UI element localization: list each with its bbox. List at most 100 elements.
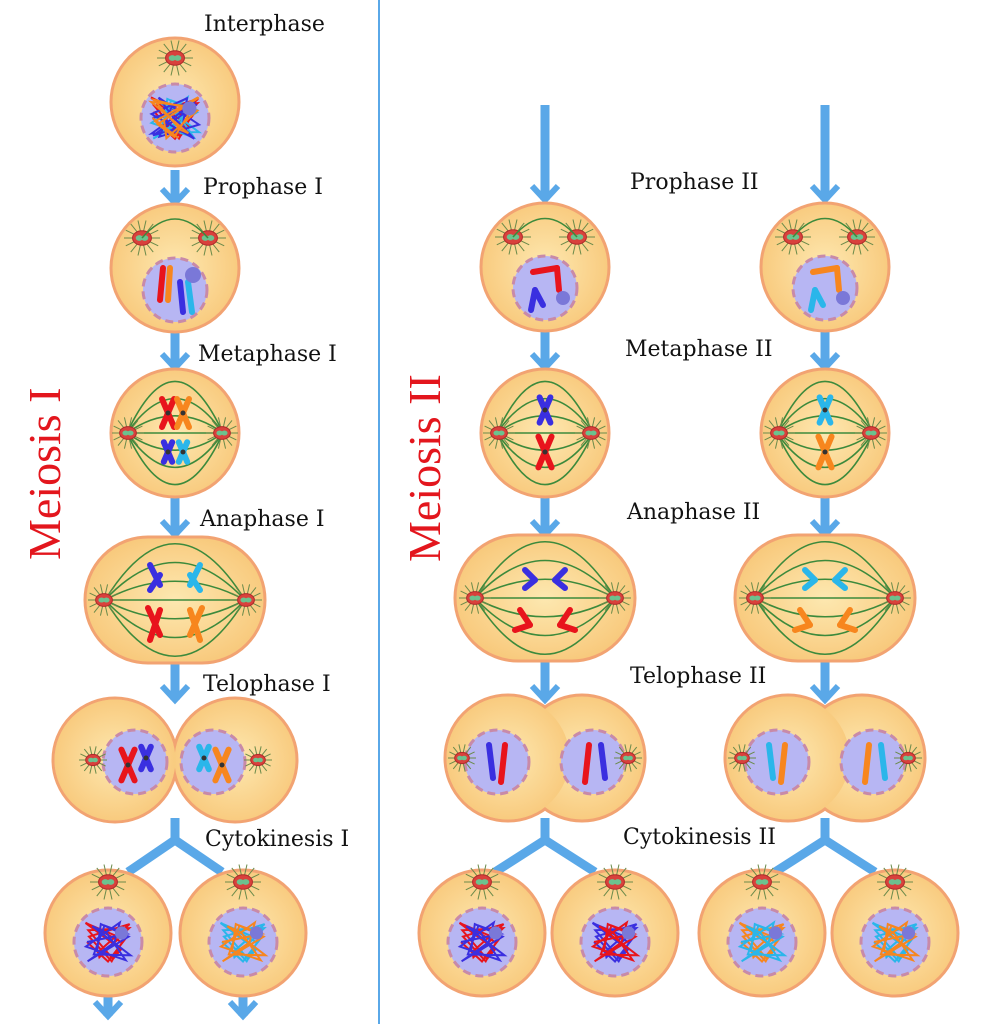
centromere (822, 407, 828, 413)
centromere (165, 449, 171, 455)
cell-telophase-ii-a (443, 693, 647, 823)
nucleus (743, 728, 811, 796)
spindle-fiber (104, 599, 246, 620)
spindle-fiber (104, 599, 246, 639)
cell-prophase-i (109, 202, 241, 334)
chromosome (187, 572, 203, 593)
centromere (201, 755, 207, 761)
centrosome-icon (877, 864, 913, 900)
chromosome (862, 742, 872, 785)
cell-prophase-ii-a (479, 201, 611, 333)
centrosome-icon (244, 746, 272, 774)
label-anaphase-i: Anaphase I (200, 507, 325, 532)
chromosome (812, 287, 826, 308)
centrosome-icon (483, 417, 515, 449)
cell-anaphase-ii-b (733, 533, 917, 663)
chromosome (598, 742, 608, 781)
nucleolus (621, 926, 636, 940)
centrosome-icon (225, 864, 261, 900)
cell-prophase-ii-b (759, 201, 891, 333)
spindle-fiber (126, 432, 224, 451)
centromere (542, 407, 548, 413)
divider-line (378, 0, 380, 1024)
chromosome (532, 287, 546, 308)
spindle-fiber (474, 597, 616, 655)
centromere (125, 762, 131, 768)
nucleus (791, 254, 859, 322)
spindle-fiber (104, 580, 246, 601)
chromosome (486, 742, 496, 781)
chromosome (837, 622, 858, 633)
spindle-fiber (754, 578, 896, 599)
arrow-head-icon (227, 999, 259, 1021)
spindle-fiber (474, 578, 616, 599)
spindle-fiber (776, 432, 874, 486)
label-prophase-i: Prophase I (203, 175, 323, 200)
chromosome (834, 265, 842, 293)
nucleolus (768, 926, 783, 940)
arrow-head-icon (809, 183, 841, 205)
label-telophase-ii: Telophase II (630, 664, 767, 689)
chromosome (832, 577, 848, 591)
spindle-fiber (474, 541, 616, 599)
chromatin (870, 920, 921, 963)
centrosome-icon (79, 746, 107, 774)
label-cytokinesis-ii: Cytokinesis II (623, 825, 776, 850)
spindle-fiber (754, 597, 896, 618)
spindle-fiber (496, 380, 594, 434)
spindle-fiber (474, 597, 616, 618)
centrosome-icon (459, 582, 491, 614)
spindle-fiber (104, 599, 246, 657)
centrosome-icon (728, 744, 756, 772)
arrow-shaft (822, 836, 878, 876)
cell-anaphase-ii-a (453, 533, 637, 663)
chromosome (557, 622, 578, 633)
chromosome (552, 577, 568, 591)
spindle-fiber (754, 541, 896, 599)
centrosome-icon (879, 582, 911, 614)
centrosome-icon (206, 417, 238, 449)
nucleolus (488, 926, 503, 940)
centrosome-icon (575, 417, 607, 449)
centrosome-icon (157, 40, 193, 76)
label-cytokinesis-i: Cytokinesis I (205, 827, 350, 852)
centromere (822, 449, 828, 455)
chromosome (187, 607, 203, 643)
chromosome (147, 572, 163, 593)
chromosome (810, 265, 840, 275)
spindle-fiber (776, 380, 874, 434)
cell-telophase-ii-b (723, 693, 927, 823)
arrow-shaft (772, 836, 828, 876)
chromatin (83, 920, 134, 963)
centrosome-icon (90, 864, 126, 900)
spindle-fiber (776, 432, 874, 469)
label-anaphase-ii: Anaphase II (627, 500, 761, 525)
spindle-fiber (776, 397, 874, 434)
arrow-head-icon (92, 999, 124, 1021)
spindle-fiber (496, 432, 594, 486)
spindle-fiber (496, 397, 594, 434)
nucleolus (114, 926, 129, 940)
chromosome (766, 742, 776, 781)
centrosome-icon (597, 864, 633, 900)
nucleus (101, 728, 169, 796)
centrosome-icon (88, 584, 120, 616)
spindle-fiber (104, 543, 246, 601)
spindle-fiber (474, 597, 616, 637)
nucleus (179, 728, 247, 796)
chromosome (554, 265, 562, 293)
nucleolus (836, 291, 850, 305)
cell-cytokinesis-i-a (43, 864, 173, 998)
arrow-shaft (542, 836, 598, 876)
centrosome-icon (614, 744, 642, 772)
label-metaphase-ii: Metaphase II (625, 337, 773, 362)
nucleolus (556, 291, 570, 305)
centrosome-icon (894, 744, 922, 772)
spindle-fiber (104, 561, 246, 601)
centromere (180, 449, 186, 455)
spindle-fiber (474, 559, 616, 599)
nucleus (559, 728, 627, 796)
spindle-fiber (754, 597, 896, 637)
